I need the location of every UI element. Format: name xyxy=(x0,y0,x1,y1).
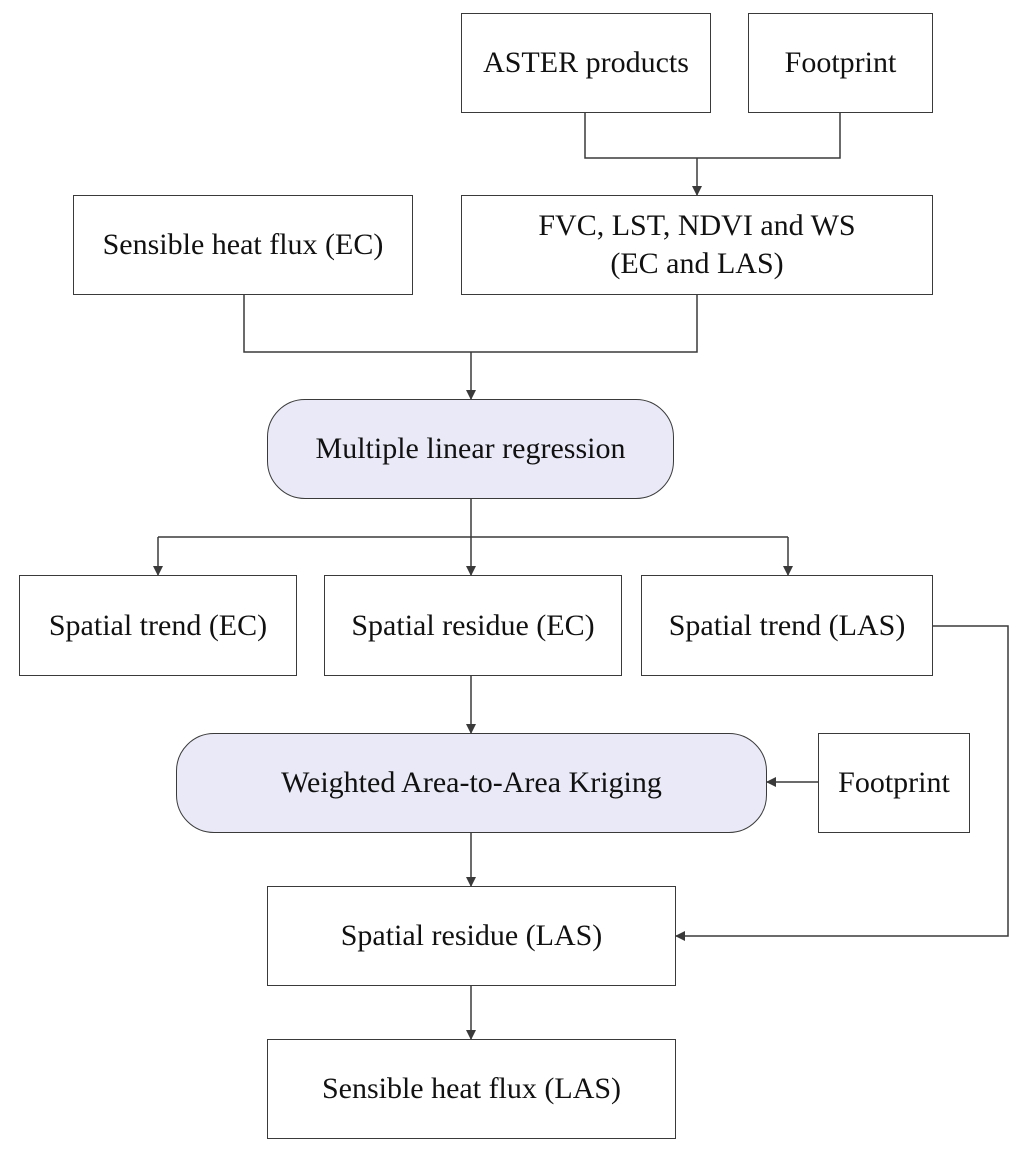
fvc-lst-ndvi-ws-box: FVC, LST, NDVI and WS (EC and LAS) xyxy=(461,195,933,295)
connector-inputs-merge xyxy=(243,295,698,353)
multiple-linear-regression-box: Multiple linear regression xyxy=(267,399,674,499)
footprint-input-label: Footprint xyxy=(784,46,897,79)
multiple-linear-regression-label: Multiple linear regression xyxy=(315,432,626,465)
spatial-trend-ec-box: Spatial trend (EC) xyxy=(19,575,297,676)
connector-aster-footprint-merge xyxy=(584,113,841,159)
footprint-kriging-label: Footprint xyxy=(838,766,950,799)
arrow-trend-las-to-residue-las xyxy=(675,625,1009,941)
weighted-kriging-box: Weighted Area-to-Area Kriging xyxy=(176,733,767,833)
footprint-kriging-box: Footprint xyxy=(818,733,970,833)
spatial-residue-ec-label: Spatial residue (EC) xyxy=(351,608,595,642)
spatial-trend-las-box: Spatial trend (LAS) xyxy=(641,575,933,676)
fvc-lst-ndvi-ws-label: FVC, LST, NDVI and WS xyxy=(538,209,856,242)
spatial-residue-las-label: Spatial residue (LAS) xyxy=(340,919,603,952)
sensible-heat-flux-las-box: Sensible heat flux (LAS) xyxy=(267,1039,676,1139)
footprint-input-box: Footprint xyxy=(748,13,933,113)
spatial-residue-ec-box: Spatial residue (EC) xyxy=(324,575,622,676)
spatial-residue-las-box: Spatial residue (LAS) xyxy=(267,886,676,986)
sensible-heat-flux-ec-box: Sensible heat flux (EC) xyxy=(73,195,413,295)
ec-and-las-label: (EC and LAS) xyxy=(610,247,784,280)
aster-products-label: ASTER products xyxy=(483,46,689,79)
sensible-heat-flux-ec-label: Sensible heat flux (EC) xyxy=(102,228,384,261)
sensible-heat-flux-las-label: Sensible heat flux (LAS) xyxy=(321,1072,622,1105)
aster-products-box: ASTER products xyxy=(461,13,711,113)
weighted-kriging-label: Weighted Area-to-Area Kriging xyxy=(281,766,662,799)
spatial-trend-las-label: Spatial trend (LAS) xyxy=(668,608,906,642)
spatial-trend-ec-label: Spatial trend (EC) xyxy=(48,608,268,642)
